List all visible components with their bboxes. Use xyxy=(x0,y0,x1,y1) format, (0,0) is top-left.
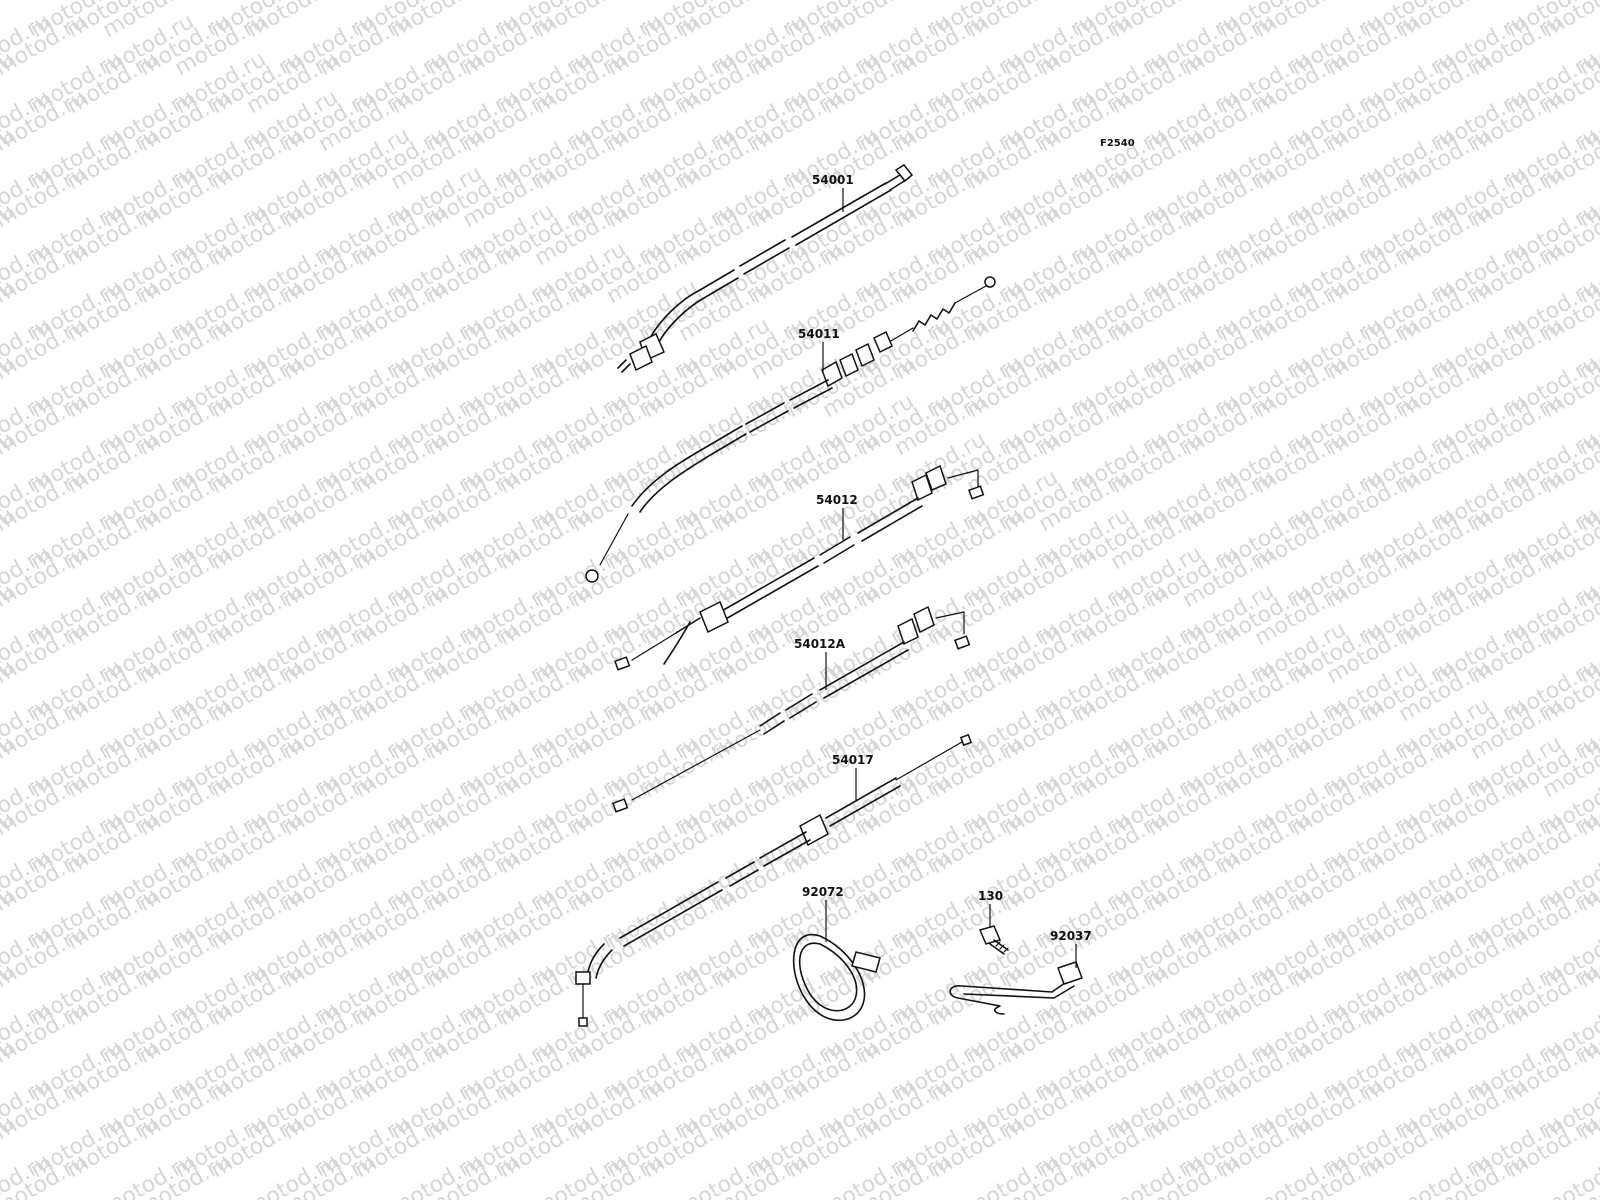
watermark-text: motod.ru xyxy=(1575,0,1600,5)
callout-54011[interactable]: 54011 xyxy=(798,327,840,341)
callout-130[interactable]: 130 xyxy=(978,889,1003,903)
callout-54012A[interactable]: 54012A xyxy=(794,637,846,651)
callout-54001[interactable]: 54001 xyxy=(812,173,854,187)
callout-92037[interactable]: 92037 xyxy=(1050,929,1092,943)
callout-92072[interactable]: 92072 xyxy=(802,885,844,899)
callout-54017[interactable]: 54017 xyxy=(832,753,874,767)
diagram-code: F2540 xyxy=(1100,138,1135,149)
callout-54012[interactable]: 54012 xyxy=(816,493,858,507)
